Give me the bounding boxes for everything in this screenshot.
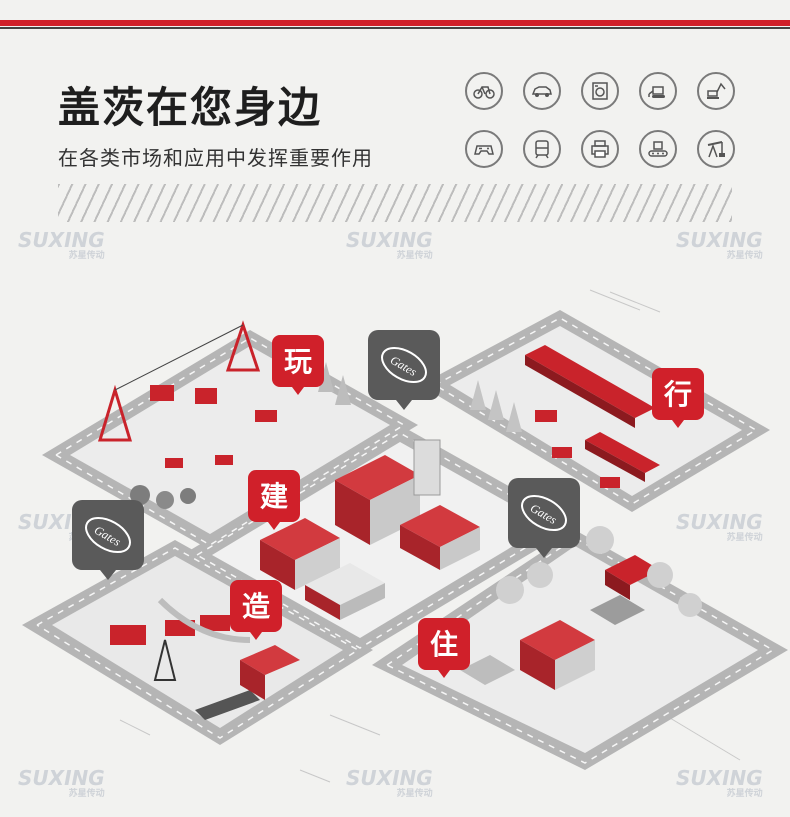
market-icon-grid xyxy=(465,72,735,172)
isometric-city-map xyxy=(22,289,788,783)
pin-live-label: 住 xyxy=(430,628,458,661)
oil-pump-icon xyxy=(697,130,735,168)
pin-move-label: 行 xyxy=(663,378,692,411)
pin-move: 行 xyxy=(652,368,704,428)
pin-build: 建 xyxy=(248,470,300,530)
gates-logo-pin: Gates xyxy=(72,500,144,580)
pin-play: 玩 xyxy=(272,335,324,395)
pin-live: 住 xyxy=(418,618,470,678)
bicycle-icon xyxy=(465,72,503,110)
play-zone-scene xyxy=(97,320,351,509)
decorative-stripes xyxy=(58,184,732,222)
build-zone-scene xyxy=(260,439,480,620)
top-dark-line xyxy=(0,27,790,29)
conveyor-icon xyxy=(639,130,677,168)
pin-build-label: 建 xyxy=(260,480,288,513)
gamepad-icon xyxy=(465,130,503,168)
live-zone-scene xyxy=(460,526,702,690)
excavator-icon xyxy=(697,72,735,110)
move-zone-scene xyxy=(470,345,660,488)
car-icon xyxy=(523,72,561,110)
train-icon xyxy=(523,130,561,168)
loader-icon xyxy=(639,72,677,110)
washing-machine-icon xyxy=(581,72,619,110)
page-title: 盖茨在您身边 xyxy=(58,83,323,132)
pin-make: 造 xyxy=(230,580,282,640)
gates-logo-pin: Gates xyxy=(368,330,440,410)
page-subtitle: 在各类市场和应用中发挥重要作用 xyxy=(58,146,373,170)
make-zone-scene xyxy=(110,597,300,720)
gates-logo-pin: Gates xyxy=(508,478,580,558)
pin-play-label: 玩 xyxy=(284,345,312,378)
top-red-bar xyxy=(0,20,790,26)
printer-icon xyxy=(581,130,619,168)
pin-make-label: 造 xyxy=(242,590,270,623)
